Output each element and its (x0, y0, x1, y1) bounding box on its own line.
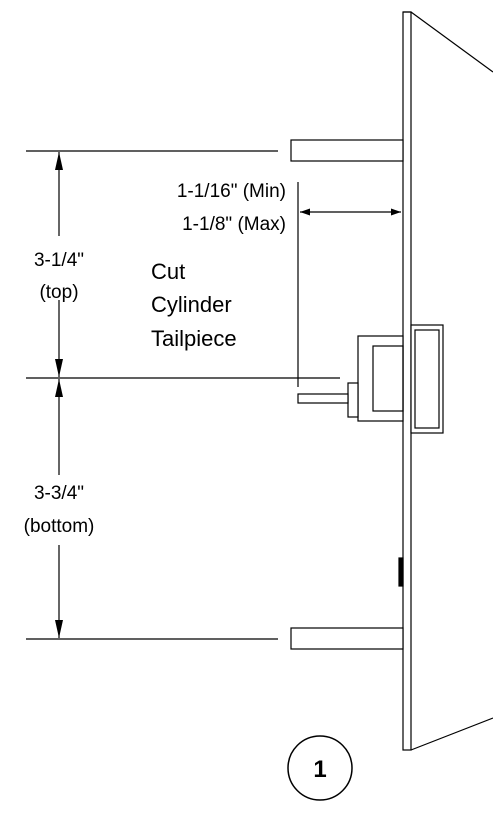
top-height-sublabel: (top) (39, 282, 78, 303)
bottom-height-label: 3-3/4" (34, 483, 84, 504)
cylinder-cam (347, 382, 359, 418)
callout-number: 1 (313, 756, 326, 783)
door-top-bevel (410, 11, 493, 73)
cylinder-assembly (297, 324, 444, 434)
bottom-mounting-post (290, 627, 404, 650)
top-height-label: 3-1/4" (34, 250, 84, 271)
cylinder-housing (357, 335, 404, 422)
cylinder-housing-inner (372, 345, 404, 412)
cylinder-inner-ring (414, 329, 440, 429)
cylinder-outer-ring (410, 324, 444, 434)
extension-lines (26, 150, 340, 640)
tailpiece-offset-max: 1-1/8" (Max) (182, 214, 286, 235)
top-mounting-post (290, 139, 404, 162)
tailpiece-offset-min: 1-1/16" (Min) (177, 181, 286, 202)
door-bottom-bevel (410, 717, 493, 751)
note-line-1: Cut (151, 259, 185, 284)
bottom-height-sublabel: (bottom) (24, 516, 95, 537)
door-edge-mark (398, 557, 404, 587)
note-line-3: Tailpiece (151, 326, 237, 351)
cylinder-tailpiece (297, 393, 349, 404)
note-line-2: Cylinder (151, 292, 232, 317)
door-plate (402, 11, 412, 751)
callout-circle (287, 735, 353, 801)
